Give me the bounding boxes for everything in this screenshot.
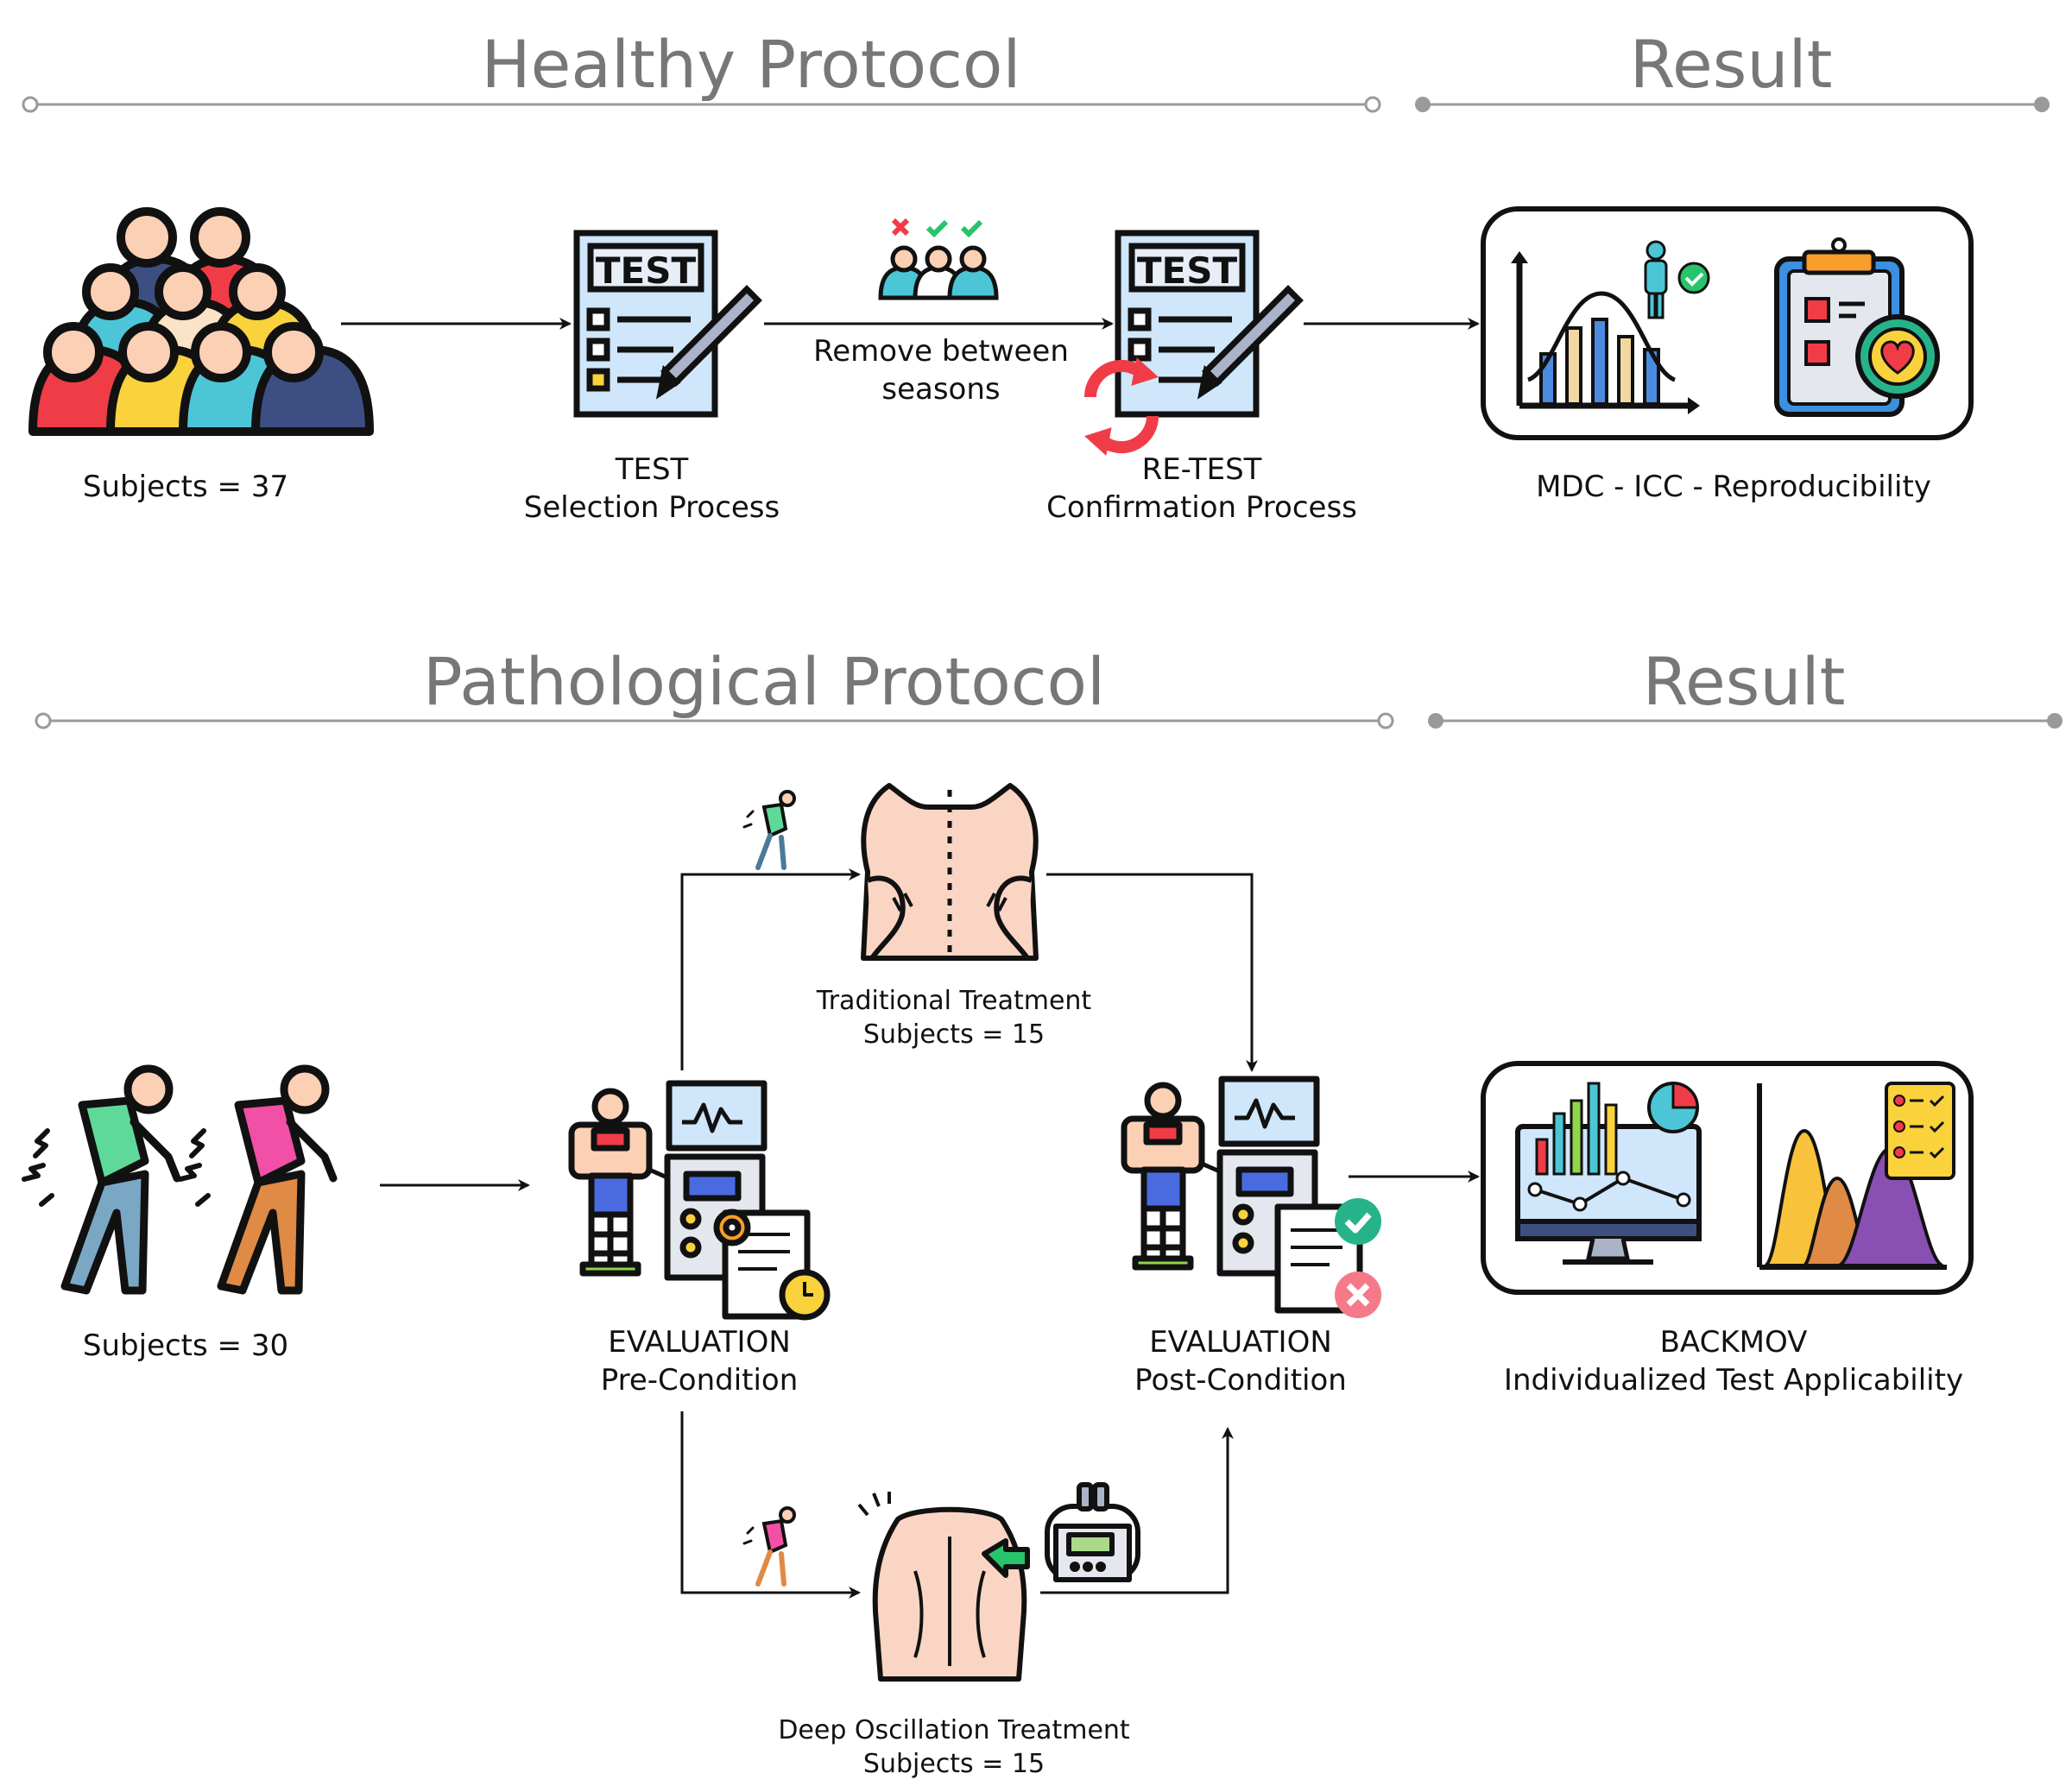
section-line-endpoints xyxy=(22,96,2063,729)
svg-text:TEST: TEST xyxy=(1137,249,1238,292)
team-vote-icon xyxy=(878,218,999,300)
svg-text:TEST: TEST xyxy=(596,249,697,292)
test-label-line1: TEST xyxy=(615,452,689,487)
evaluation-post-label: EVALUATION Post-Condition xyxy=(1134,1323,1347,1399)
traditional-label-line2: Subjects = 15 xyxy=(862,1019,1045,1050)
deep-label-line1: Deep Oscillation Treatment xyxy=(778,1715,1130,1745)
eval-pre-line1: EVALUATION xyxy=(608,1325,791,1360)
test-label: TEST Selection Process xyxy=(524,451,780,527)
test-label-line2: Selection Process xyxy=(523,490,780,526)
eval-pre-line2: Pre-Condition xyxy=(600,1363,799,1398)
traditional-label-line1: Traditional Treatment xyxy=(816,986,1092,1016)
distribution-report-icon xyxy=(1757,1082,1955,1270)
result-line1: BACKMOV xyxy=(1659,1325,1808,1360)
healthy-result-label: MDC - ICC - Reproducibility xyxy=(1536,470,1931,504)
arrow-traditional-to-post xyxy=(1046,873,1258,1072)
remove-between-seasons-label: Remove between seasons xyxy=(813,332,1069,408)
analytics-monitor-icon xyxy=(1481,1061,1974,1295)
section-lines xyxy=(30,103,2055,723)
eval-post-line2: Post-Condition xyxy=(1134,1363,1347,1398)
refresh-icon xyxy=(1083,357,1159,456)
result-line2: Individualized Test Applicability xyxy=(1503,1363,1964,1398)
retest-label: RE-TEST Confirmation Process xyxy=(1046,451,1357,527)
arrow-deep-oscillation-to-post xyxy=(1040,1427,1234,1594)
deep-label-line2: Subjects = 15 xyxy=(862,1749,1045,1779)
arrow-pre-to-deep-oscillation xyxy=(680,1411,861,1599)
deep-oscillation-icon xyxy=(857,1482,1140,1682)
healthy-result-title: Result xyxy=(1629,26,1833,103)
eval-post-line1: EVALUATION xyxy=(1149,1325,1332,1360)
walking-pain-small-icon-bottom xyxy=(742,1506,796,1587)
traditional-treatment-label: Traditional Treatment Subjects = 15 xyxy=(817,984,1091,1051)
crowd-icon xyxy=(28,207,374,436)
remove-label-line1: Remove between xyxy=(813,334,1069,369)
arrow-pre-to-traditional xyxy=(680,868,861,1070)
healthy-subjects-label: Subjects = 37 xyxy=(82,470,289,504)
evaluation-pre-label: EVALUATION Pre-Condition xyxy=(601,1323,799,1399)
retest-sheet-icon: TEST xyxy=(1115,230,1304,418)
healthy-protocol-title: Healthy Protocol xyxy=(481,26,1021,103)
pathological-result-title: Result xyxy=(1642,643,1846,720)
pathological-result-label: BACKMOV Individualized Test Applicabilit… xyxy=(1504,1323,1963,1399)
pathological-protocol-title: Pathological Protocol xyxy=(422,643,1106,720)
evaluation-machine-icon xyxy=(568,1080,831,1321)
retest-label-line1: RE-TEST xyxy=(1141,452,1262,487)
back-massage-icon xyxy=(861,783,1039,961)
remove-label-line2: seasons xyxy=(881,372,1001,407)
retest-label-line2: Confirmation Process xyxy=(1046,490,1357,526)
pathological-subjects-label: Subjects = 30 xyxy=(82,1328,289,1363)
test-sheet-icon: TEST xyxy=(573,230,762,418)
evaluation-machine-post-icon xyxy=(1121,1076,1381,1318)
back-pain-icon xyxy=(22,1064,338,1295)
walking-pain-small-icon-top xyxy=(742,790,796,870)
chart-results-icon xyxy=(1481,206,1974,440)
deep-oscillation-label: Deep Oscillation Treatment Subjects = 15 xyxy=(778,1713,1129,1781)
